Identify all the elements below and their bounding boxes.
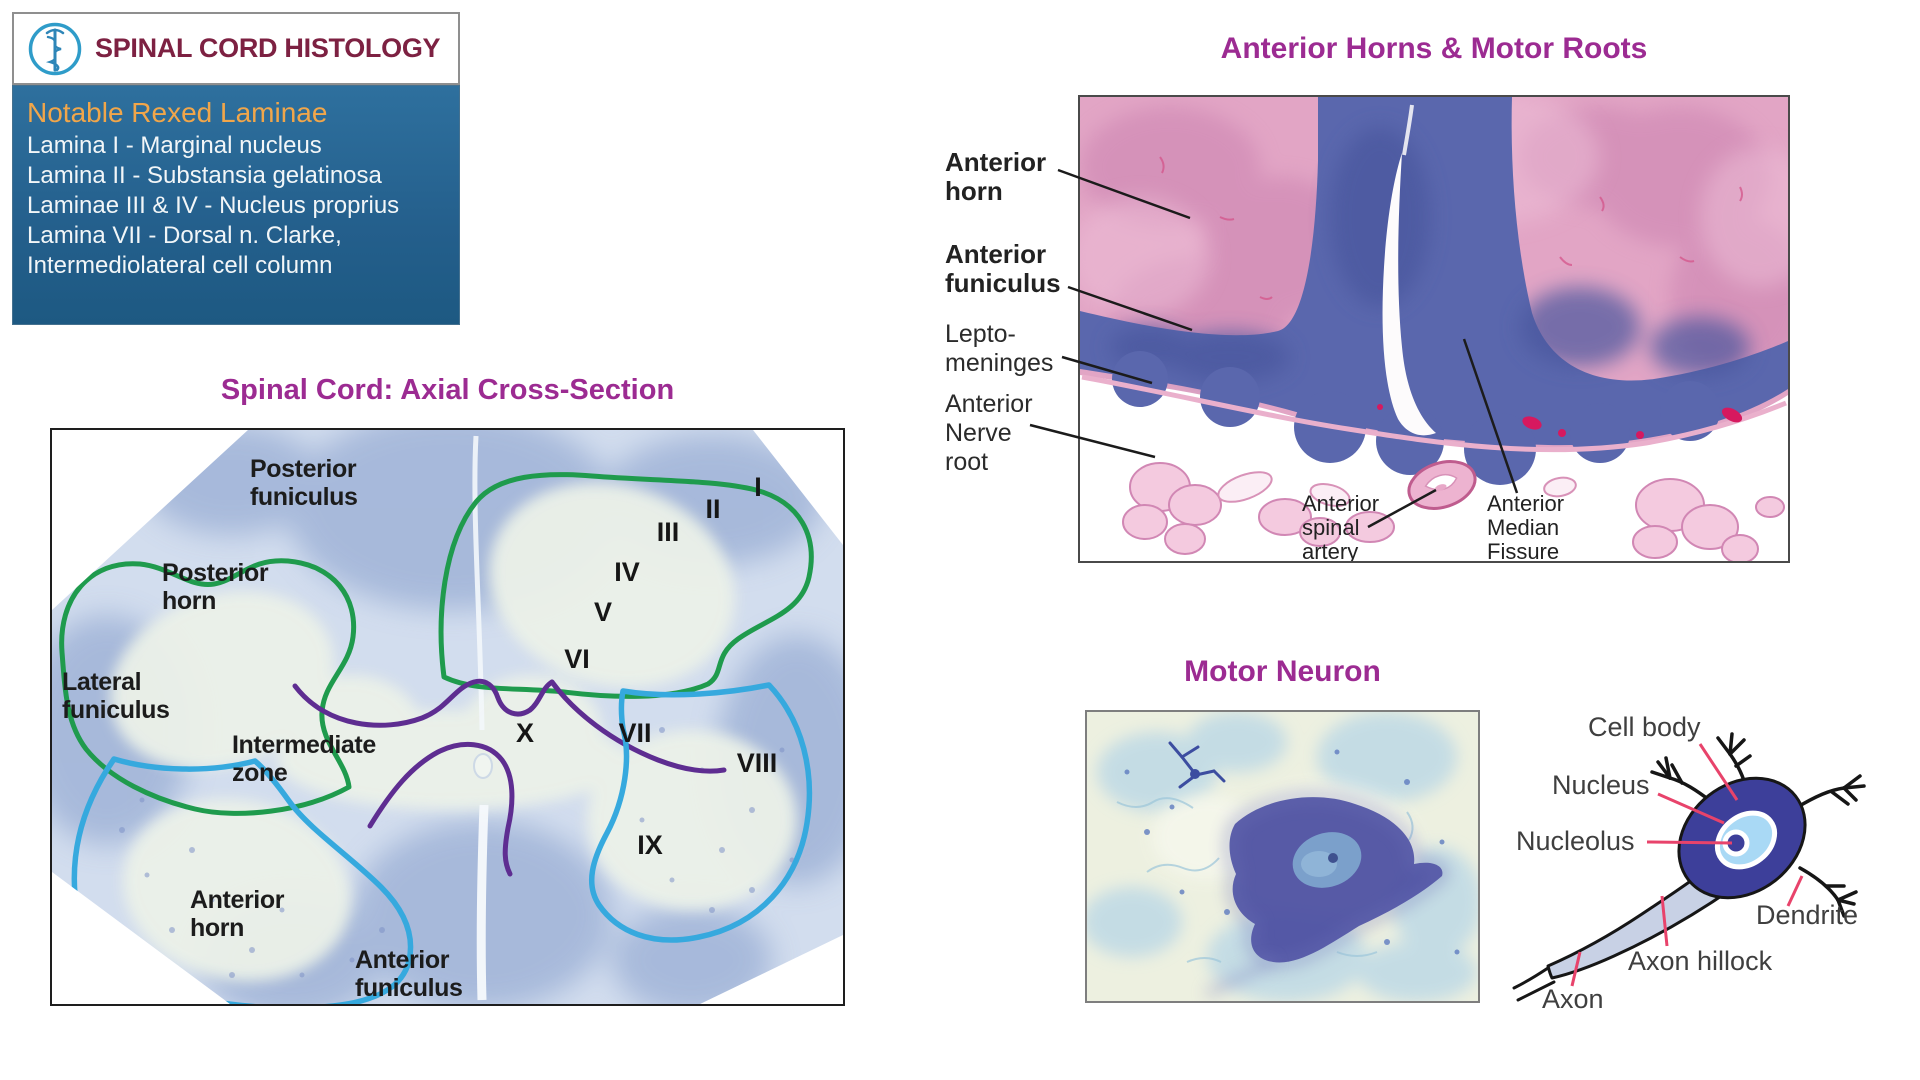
neuron-diagram: Cell body Nucleus Nucleolus Dendrite Axo… (1512, 712, 1866, 1014)
label-line: Anterior (945, 239, 1047, 269)
anterior-horns-figure: Anterior spinal artery Anterior Median F… (1078, 95, 1790, 563)
rod-of-asclepius-icon (28, 22, 82, 75)
label-leptomeninges-side: Lepto- meninges (945, 320, 1053, 378)
label-line: funiculus (945, 268, 1061, 298)
blood-vessels-red (1377, 404, 1743, 439)
anterior-horns-title: Anterior Horns & Motor Roots (1220, 32, 1648, 65)
label-nucleus: Nucleus (1552, 770, 1650, 800)
nerve-root-clusters (1122, 462, 1785, 561)
label-anterior-nerve-root-side: Anterior Nerve root (945, 390, 1033, 477)
laminae-item-2: Lamina II - Substansia gelatinosa (27, 162, 382, 189)
cross-section-region-labels: Posterior funiculus Posterior horn Later… (62, 455, 463, 1002)
numeral-III: III (657, 517, 680, 547)
numeral-V: V (594, 597, 612, 627)
label-axon-hillock: Axon hillock (1628, 946, 1773, 976)
label-anterior-funiculus: Anterior funiculus (355, 946, 463, 1002)
cross-section-title: Spinal Cord: Axial Cross-Section (220, 374, 675, 406)
numeral-X: X (516, 718, 534, 748)
anterior-median-fissure-shape (1382, 153, 1436, 436)
posterior-horn-outline-green (59, 472, 814, 816)
dendrites (1650, 732, 1866, 918)
label-anterior-horn-side: Anterior horn (945, 148, 1046, 206)
label-cell-body: Cell body (1588, 712, 1701, 742)
motor-neuron-histology-image (1087, 712, 1478, 1001)
label-anterior-funiculus-side: Anterior funiculus (945, 240, 1061, 298)
cross-section-tissue (52, 430, 843, 1004)
label-line: Anterior (945, 390, 1033, 418)
numeral-VII: VII (618, 718, 651, 748)
label-line: Nerve (945, 419, 1012, 447)
leptomeninges-line (1081, 374, 1787, 453)
label-dendrite: Dendrite (1756, 900, 1858, 930)
label-posterior-funiculus: Posterior funiculus (250, 455, 363, 511)
numeral-IX: IX (637, 830, 663, 860)
intermediate-zone-outline-purple (292, 678, 727, 877)
label-line: meninges (945, 349, 1054, 377)
axon-lines (1512, 966, 1556, 1002)
motor-neuron-figure (1085, 710, 1480, 1003)
anterior-horns-histology-image: Anterior spinal artery Anterior Median F… (1080, 97, 1788, 561)
cross-section-figure: Posterior funiculus Posterior horn Later… (50, 428, 845, 1006)
laminae-heading: Notable Rexed Laminae (27, 97, 328, 128)
laminae-item-3: Laminae III & IV - Nucleus proprius (27, 192, 400, 219)
label-anterior-median-fissure: Anterior Median Fissure (1487, 491, 1570, 561)
label-intermediate-zone: Intermediate zone (232, 731, 382, 787)
laminae-item-4: Lamina VII - Dorsal n. Clarke, Intermedi… (27, 222, 342, 279)
numeral-VIII: VIII (737, 748, 778, 778)
label-anterior-horn: Anterior horn (190, 886, 291, 942)
label-line: Anterior (945, 147, 1047, 177)
label-line: horn (945, 176, 1003, 206)
label-line: root (945, 448, 989, 476)
rexed-laminae-numerals: I II III IV V VI VII VIII IX X (516, 472, 777, 860)
label-posterior-horn: Posterior horn (162, 559, 275, 615)
label-line: Lepto- (945, 320, 1016, 348)
cross-section-histology-image: Posterior funiculus Posterior horn Later… (52, 430, 843, 1004)
central-canal (473, 753, 493, 779)
numeral-IV: IV (614, 557, 640, 587)
header: SPINAL CORD HISTOLOGY (12, 12, 460, 85)
page-title: SPINAL CORD HISTOLOGY (95, 33, 441, 63)
laminae-item-1: Lamina I - Marginal nucleus (27, 132, 322, 159)
label-anterior-spinal-artery: Anterior spinal artery (1302, 491, 1385, 561)
label-axon: Axon (1542, 984, 1604, 1014)
numeral-I: I (754, 472, 762, 502)
numeral-VI: VI (564, 644, 590, 674)
rexed-laminae-panel: Notable Rexed Laminae Lamina I - Margina… (12, 85, 460, 325)
inside-leader-lines (1367, 338, 1519, 529)
label-nucleolus: Nucleolus (1516, 826, 1635, 856)
anterior-horn-outline-cyan (71, 682, 813, 1004)
label-lateral-funiculus: Lateral funiculus (62, 668, 170, 724)
numeral-II: II (705, 494, 720, 524)
diagram-leader-lines (1570, 743, 1804, 987)
anterior-median-fissure-line (476, 804, 489, 1001)
motor-neuron-title: Motor Neuron (1184, 655, 1381, 688)
